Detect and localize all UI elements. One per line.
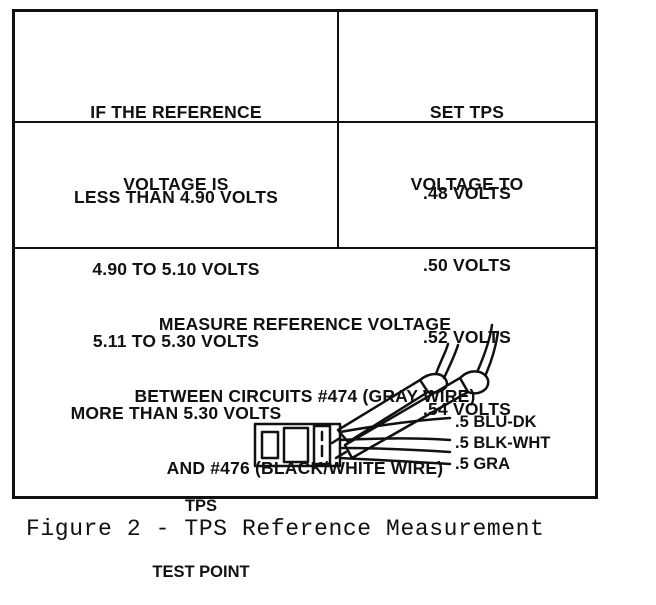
tps-label-line-2: TEST POINT	[152, 563, 250, 581]
wire-label-blu-dk: .5 BLU-DK	[455, 413, 537, 431]
range-row: LESS THAN 4.90 VOLTS	[74, 187, 278, 207]
header-left-line-2: VOLTAGE IS	[123, 174, 229, 194]
wire-gra	[338, 456, 452, 466]
header-reference-voltage: IF THE REFERENCE VOLTAGE IS	[15, 52, 337, 244]
header-right-line-2: VOLTAGE TO	[410, 174, 524, 194]
wire-blk-wht	[338, 446, 452, 454]
wire-label-blk-wht: .5 BLK-WHT	[455, 434, 551, 452]
header-divider	[15, 121, 595, 123]
header-set-tps-voltage: SET TPS VOLTAGE TO	[339, 52, 595, 244]
connector-latch	[260, 430, 280, 460]
tps-connector-diagram	[253, 323, 500, 468]
test-probe-1	[336, 378, 430, 444]
instruction-line-1: MEASURE REFERENCE VOLTAGE	[158, 314, 452, 334]
range-row: 5.11 TO 5.30 VOLTS	[92, 331, 260, 351]
wire-label-gra: .5 GRA	[455, 455, 511, 473]
range-row: 4.90 TO 5.10 VOLTS	[92, 259, 260, 279]
setting-row: .50 VOLTS	[422, 255, 512, 275]
wire-blu-dk	[338, 416, 452, 434]
range-row: MORE THAN 5.30 VOLTS	[70, 403, 282, 423]
tps-label-line-1: TPS	[184, 497, 218, 515]
figure-caption: Figure 2 - TPS Reference Measurement	[26, 516, 545, 542]
reference-voltage-ranges: LESS THAN 4.90 VOLTS 4.90 TO 5.10 VOLTS …	[15, 137, 337, 473]
header-right-line-1: SET TPS	[429, 102, 505, 122]
rows-divider	[15, 247, 595, 249]
header-left-line-1: IF THE REFERENCE	[90, 102, 262, 122]
setting-row: .48 VOLTS	[422, 183, 512, 203]
setting-row: .54 VOLTS	[422, 399, 512, 419]
connector-body	[253, 422, 342, 468]
connector-pin-block-2	[312, 424, 332, 466]
connector-pin-block	[282, 426, 310, 464]
column-divider	[337, 12, 339, 249]
